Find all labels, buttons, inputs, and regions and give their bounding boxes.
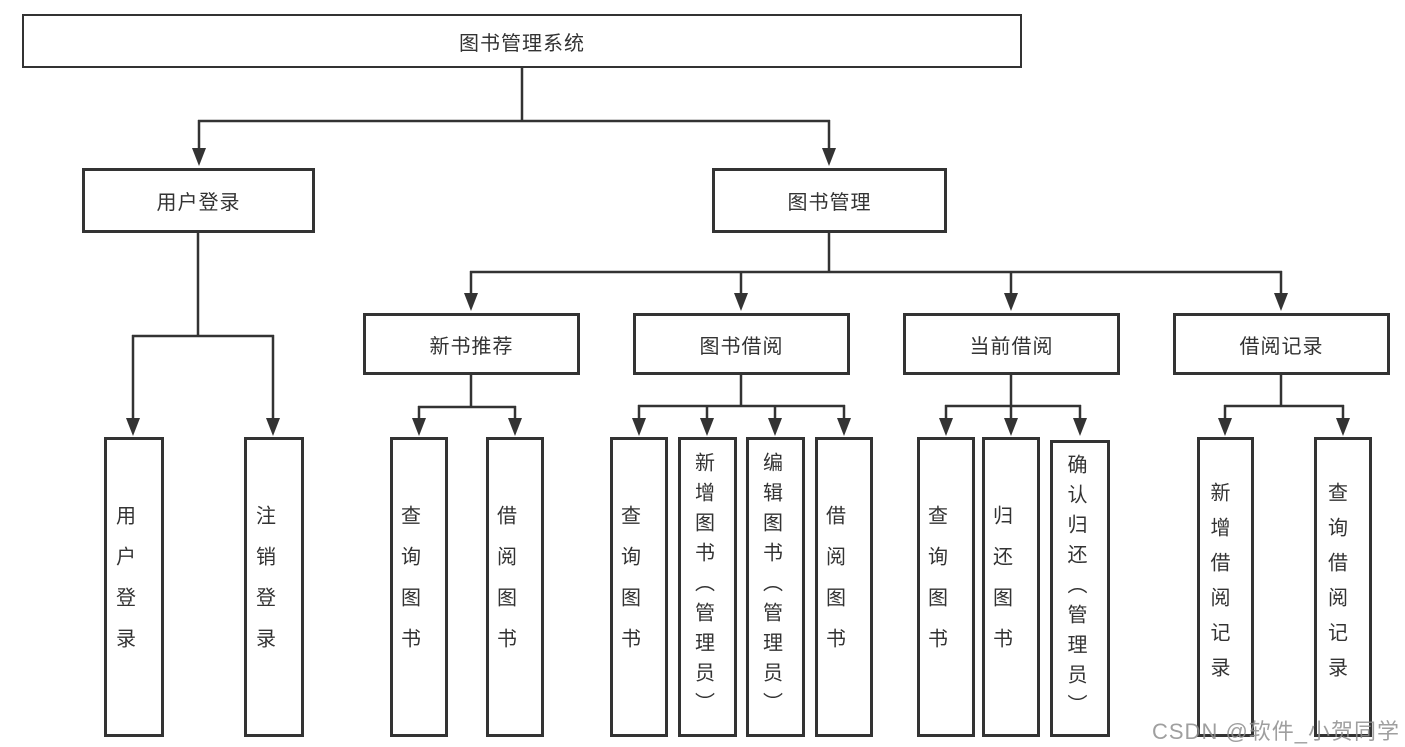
arrow-icon	[1004, 293, 1018, 311]
leaf-add-borrow-record: 新增借阅记录	[1197, 437, 1254, 737]
node-label: 借阅图书	[493, 505, 516, 669]
leaf-return-books: 归还图书	[982, 437, 1040, 737]
node-label: 借阅图书	[822, 505, 845, 669]
node-label: 图书管理	[787, 192, 872, 214]
node-borrowing-records: 借阅记录	[1173, 313, 1390, 375]
arrow-icon	[266, 418, 280, 436]
leaf-logout: 注销登录	[244, 437, 304, 737]
connector-newbookrec-to-leaves	[417, 374, 517, 420]
leaf-query-books-2: 查询图书	[610, 437, 668, 737]
arrow-icon	[192, 148, 206, 166]
arrow-icon	[768, 418, 782, 436]
node-book-borrowing: 图书借阅	[633, 313, 850, 375]
node-label: 图书管理系统	[459, 32, 585, 55]
connector-root-to-level2	[197, 68, 831, 150]
node-label: 归还图书	[989, 505, 1012, 669]
node-label: 用户登录	[112, 505, 135, 669]
node-label: 查询图书	[924, 505, 947, 669]
node-user-login: 用户登录	[82, 168, 315, 233]
node-new-book-recommend: 新书推荐	[363, 313, 580, 375]
leaf-add-books-admin: 新增图书（管理员）	[678, 437, 737, 737]
node-label: 查询借阅记录	[1324, 482, 1347, 692]
leaf-query-books-3: 查询图书	[917, 437, 975, 737]
node-label: 新书推荐	[429, 335, 514, 358]
arrow-icon	[822, 148, 836, 166]
leaf-query-borrow-record: 查询借阅记录	[1314, 437, 1372, 737]
arrow-icon	[1218, 418, 1232, 436]
csdn-watermark: CSDN @软件_小贺同学	[1152, 719, 1401, 744]
node-label: 当前借阅	[969, 335, 1054, 358]
node-label: 查询图书	[617, 505, 640, 669]
arrow-icon	[1274, 293, 1288, 311]
arrow-icon	[837, 418, 851, 436]
arrow-icon	[1073, 418, 1087, 436]
arrow-icon	[126, 418, 140, 436]
leaf-query-books-1: 查询图书	[390, 437, 448, 737]
arrowheads	[126, 148, 1350, 436]
arrow-icon	[700, 418, 714, 436]
node-current-borrowing: 当前借阅	[903, 313, 1120, 375]
node-label: 确认归还（管理员）	[1064, 453, 1086, 724]
arrow-icon	[464, 293, 478, 311]
node-label: 借阅记录	[1239, 335, 1324, 358]
node-label: 新增借阅记录	[1207, 482, 1229, 692]
node-label: 编辑图书（管理员）	[759, 452, 782, 722]
leaf-edit-books-admin: 编辑图书（管理员）	[746, 437, 805, 737]
arrow-icon	[939, 418, 953, 436]
arrow-icon	[734, 293, 748, 311]
leaf-borrow-books-2: 借阅图书	[815, 437, 873, 737]
arrow-icon	[1004, 418, 1018, 436]
connector-userlogin-to-leaves	[131, 232, 275, 420]
connector-bookborrow-to-leaves	[637, 374, 846, 420]
node-book-management: 图书管理	[712, 168, 947, 233]
leaf-borrow-books-1: 借阅图书	[486, 437, 544, 737]
node-system-root: 图书管理系统	[22, 14, 1022, 68]
node-label: 用户登录	[156, 192, 241, 214]
leaf-user-login: 用户登录	[104, 437, 164, 737]
arrow-icon	[1336, 418, 1350, 436]
node-label: 新增图书（管理员）	[691, 452, 714, 722]
connector-bookmgmt-to-level3	[469, 232, 1283, 295]
arrow-icon	[508, 418, 522, 436]
arrow-icon	[632, 418, 646, 436]
connector-borrowrecords-to-leaves	[1223, 374, 1345, 420]
arrow-icon	[412, 418, 426, 436]
connector-currentborrow-to-leaves	[944, 374, 1082, 420]
node-label: 注销登录	[252, 505, 275, 669]
leaf-confirm-return-admin: 确认归还（管理员）	[1050, 440, 1110, 737]
node-label: 图书借阅	[699, 335, 784, 358]
node-label: 查询图书	[397, 505, 420, 669]
